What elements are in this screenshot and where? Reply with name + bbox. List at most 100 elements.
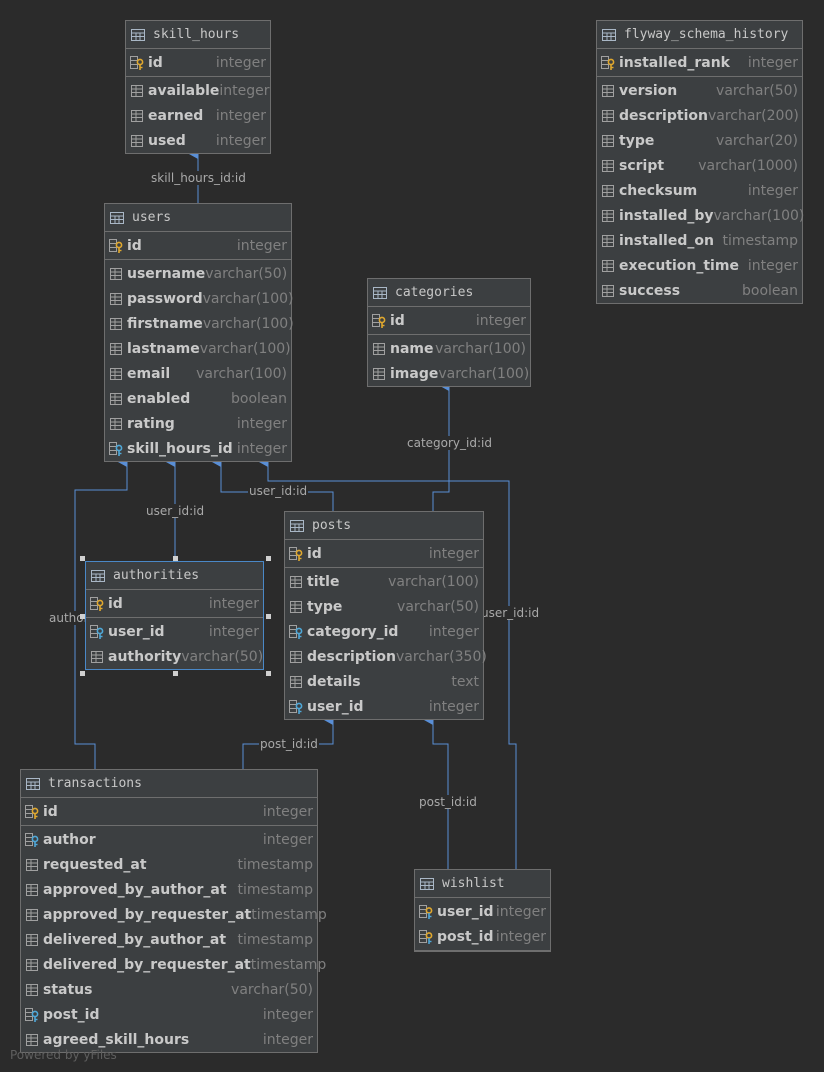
table-header[interactable]: transactions <box>21 770 317 798</box>
table-header[interactable]: categories <box>368 279 530 307</box>
column-name: user_id <box>307 698 364 715</box>
column-name: id <box>108 595 123 612</box>
column-name: id <box>43 803 58 820</box>
column-type: integer <box>475 312 526 329</box>
table-icon <box>90 568 106 584</box>
column-icon <box>24 907 40 923</box>
table-header[interactable]: flyway_schema_history <box>597 21 802 49</box>
table-header[interactable]: skill_hours <box>126 21 270 49</box>
selection-handle[interactable] <box>80 671 85 676</box>
selection-handle[interactable] <box>80 614 85 619</box>
column-type: varchar(100) <box>199 340 291 357</box>
column-icon <box>129 83 145 99</box>
column-name: user_id <box>108 623 165 640</box>
column-name: lastname <box>127 340 200 357</box>
table-header[interactable]: wishlist <box>415 870 550 898</box>
column-type: integer <box>236 237 287 254</box>
powered-by-footer: Powered by yFiles <box>10 1048 117 1062</box>
table-header[interactable]: posts <box>285 512 483 540</box>
selection-handle[interactable] <box>173 556 178 561</box>
primary-foreign-key-icon <box>418 904 434 920</box>
selection-handle[interactable] <box>80 556 85 561</box>
selection-handle[interactable] <box>266 671 271 676</box>
column-type: varchar(50) <box>231 981 313 998</box>
primary-key-icon <box>371 313 387 329</box>
column-type: integer <box>428 698 479 715</box>
foreign-key-icon <box>288 699 304 715</box>
column-type: varchar(100) <box>202 315 294 332</box>
column-icon <box>129 133 145 149</box>
table-header[interactable]: users <box>105 204 291 232</box>
selection-handle[interactable] <box>266 556 271 561</box>
table-header[interactable]: authorities <box>86 562 263 590</box>
column-name: firstname <box>127 315 203 332</box>
column-name: type <box>307 598 343 615</box>
selection-handle[interactable] <box>266 614 271 619</box>
column-name: installed_by <box>619 207 714 224</box>
selection-handle[interactable] <box>173 671 178 676</box>
column-icon <box>600 208 616 224</box>
primary-key-icon <box>600 55 616 71</box>
column-row[interactable]: user_id integer <box>285 694 483 719</box>
column-type: integer <box>215 107 266 124</box>
